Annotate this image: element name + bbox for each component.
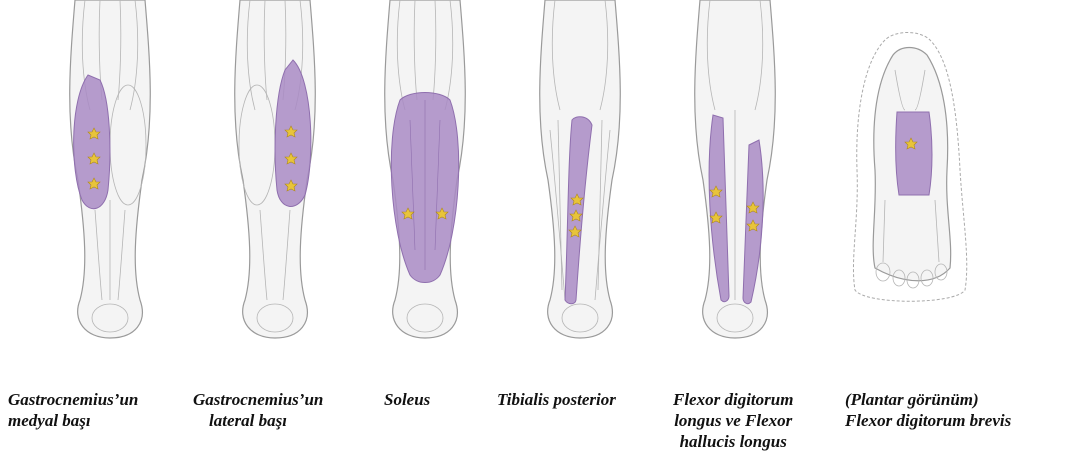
leg-illustration-gastrocnemius-lateral xyxy=(205,0,345,340)
posterior-leg-drawing xyxy=(665,0,805,340)
posterior-leg-drawing xyxy=(40,0,180,340)
caption-line: (Plantar görünüm) xyxy=(845,389,1011,410)
caption-line: longus ve Flexor xyxy=(673,410,793,431)
plantar-foot-drawing xyxy=(835,0,985,340)
caption-line: lateral başı xyxy=(193,410,323,431)
leg-illustration-flexor-longus xyxy=(665,0,805,340)
posterior-leg-drawing xyxy=(355,0,495,340)
leg-illustration-gastrocnemius-medial xyxy=(40,0,180,340)
highlighted-muscle-flexor-digitorum-brevis xyxy=(896,112,932,195)
caption-tibialis-posterior: Tibialis posterior xyxy=(497,389,616,410)
foot-illustration-flexor-digitorum-brevis xyxy=(835,0,985,340)
caption-gastrocnemius-medial: Gastrocnemius’un medyal başı xyxy=(8,389,138,431)
caption-plantar-flexor-brevis: (Plantar görünüm) Flexor digitorum brevi… xyxy=(845,389,1011,431)
caption-soleus: Soleus xyxy=(384,389,430,410)
caption-line: Soleus xyxy=(384,389,430,410)
caption-line: medyal başı xyxy=(8,410,138,431)
caption-line: Flexor digitorum brevis xyxy=(845,410,1011,431)
posterior-leg-drawing xyxy=(510,0,650,340)
leg-illustration-tibialis-posterior xyxy=(510,0,650,340)
caption-gastrocnemius-lateral: Gastrocnemius’un lateral başı xyxy=(193,389,323,431)
caption-line: Tibialis posterior xyxy=(497,389,616,410)
caption-line: Gastrocnemius’un xyxy=(8,389,138,410)
highlighted-muscle-gastrocnemius-medial xyxy=(74,75,110,209)
posterior-leg-drawing xyxy=(205,0,345,340)
caption-line: hallucis longus xyxy=(673,431,793,452)
caption-line: Gastrocnemius’un xyxy=(193,389,323,410)
leg-illustration-soleus xyxy=(355,0,495,340)
caption-line: Flexor digitorum xyxy=(673,389,793,410)
caption-flexor-longus: Flexor digitorum longus ve Flexor halluc… xyxy=(673,389,793,452)
